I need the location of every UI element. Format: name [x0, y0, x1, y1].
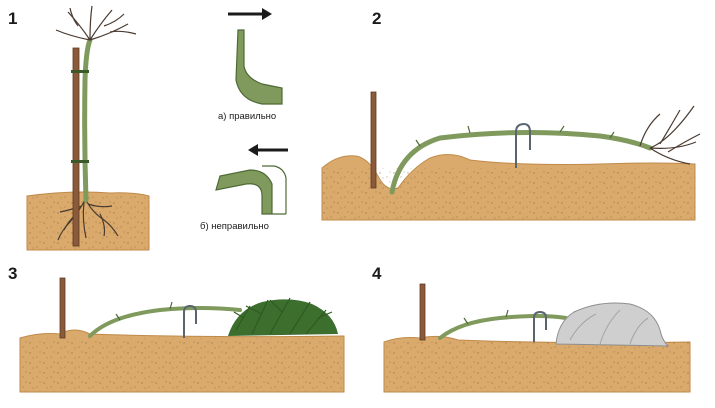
- arrow-left-icon: [248, 144, 288, 156]
- panel-1-stem: [82, 37, 93, 203]
- bending-correct: [228, 8, 283, 105]
- panel-1-planted-rose: [26, 5, 150, 251]
- correct-bend-stem: [235, 29, 283, 105]
- arrow-right-icon: [228, 8, 272, 20]
- panel-4-bent-stem: [438, 314, 568, 340]
- caption-correct: а) правильно: [218, 111, 277, 122]
- panel-3-bent-stem: [88, 306, 242, 338]
- panel-1-roots: [57, 197, 119, 241]
- panel-2-pin: [515, 122, 531, 168]
- panel-3-stake: [59, 277, 66, 339]
- panel-1-stake: [72, 47, 80, 247]
- panel-number-3: 3: [8, 264, 18, 283]
- panel-2-bent-rose: [321, 91, 701, 221]
- panel-3-spruce-cover: [19, 277, 345, 393]
- panel-4-cover-fabric: [555, 302, 670, 347]
- caption-incorrect: б) неправильно: [200, 221, 269, 232]
- panel-3-spruce-branches: [228, 297, 338, 336]
- panel-2-branch-tips: [639, 105, 701, 165]
- bending-incorrect: [215, 144, 288, 215]
- panel-4-fabric-cover: [383, 283, 691, 393]
- panel-number-1: 1: [8, 9, 18, 28]
- panel-1-crown-branches: [55, 5, 137, 41]
- incorrect-bend-stem: [215, 169, 286, 215]
- panel-2-stake: [370, 91, 377, 189]
- panel-number-4: 4: [372, 264, 382, 283]
- panel-4-pin: [533, 310, 547, 342]
- panel-4-stake: [419, 283, 426, 341]
- panel-2-bent-stem: [389, 129, 653, 195]
- panel-3-pin: [183, 304, 197, 338]
- panel-number-2: 2: [372, 9, 382, 28]
